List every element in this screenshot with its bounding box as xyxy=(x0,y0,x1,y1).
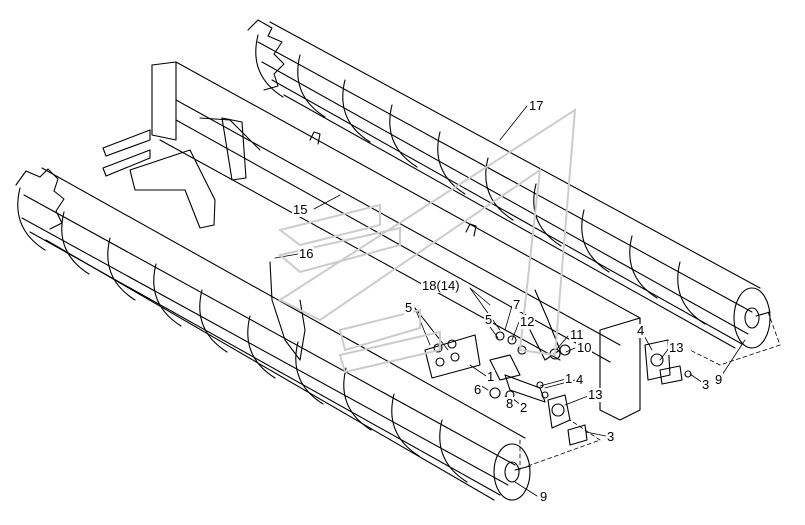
callout-5: 5 xyxy=(484,312,494,327)
callout-3: 3 xyxy=(701,377,711,392)
axis-lines xyxy=(519,311,781,471)
callout-15: 15 xyxy=(292,202,309,217)
logo-watermark xyxy=(277,108,577,374)
callout-4: 4 xyxy=(636,323,646,338)
callout-13: 13 xyxy=(668,340,685,355)
leader-lines xyxy=(274,105,746,497)
callout-11: 11 xyxy=(569,327,585,342)
bearing-parts-center xyxy=(424,331,588,446)
callout-1: 1 xyxy=(486,369,496,384)
callout-2: 2 xyxy=(519,400,529,415)
callout-13: 13 xyxy=(587,387,604,402)
bearing-parts-right xyxy=(644,339,692,385)
callout-5: 5 xyxy=(404,300,414,315)
callout-16: 16 xyxy=(298,246,315,261)
callout-8: 8 xyxy=(505,396,515,411)
rear-roller xyxy=(247,19,771,349)
callout-7: 7 xyxy=(512,297,522,312)
callout-1: 1 xyxy=(564,371,574,386)
callout-9: 9 xyxy=(714,372,724,387)
callout-3: 3 xyxy=(606,429,616,444)
callout-6: 6 xyxy=(473,382,483,397)
callout-18-14: 18(14) xyxy=(421,278,461,293)
front-roller xyxy=(15,167,531,501)
callout-17: 17 xyxy=(528,98,545,113)
callout-4: 4 xyxy=(575,372,585,387)
callout-12: 12 xyxy=(519,314,536,329)
callout-9: 9 xyxy=(539,489,549,504)
callout-10: 10 xyxy=(576,340,593,355)
